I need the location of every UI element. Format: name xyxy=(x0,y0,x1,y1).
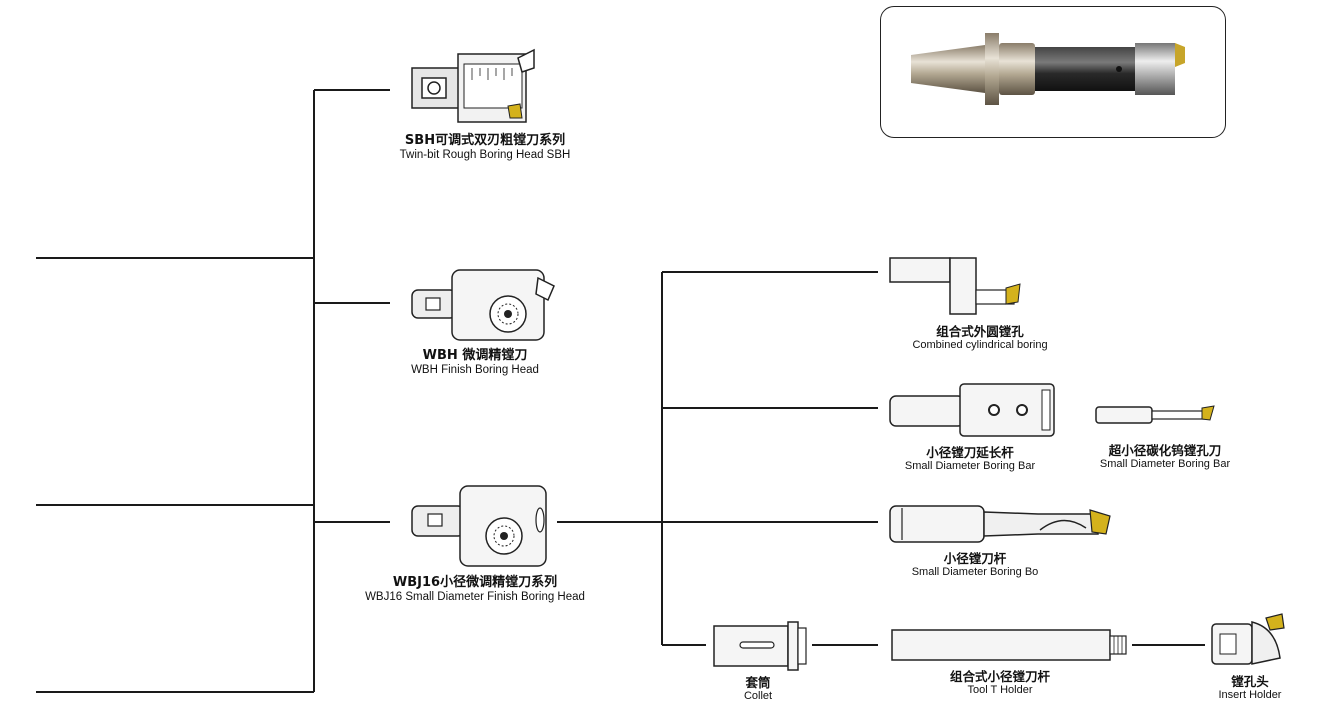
wbj16-branch xyxy=(557,271,1205,646)
t-holder-name-en: Tool T Holder xyxy=(967,684,1033,697)
sbh-label: SBH可调式双刃粗镗刀系列 Twin-bit Rough Boring Head… xyxy=(365,133,605,162)
sbh-name-en: Twin-bit Rough Boring Head SBH xyxy=(399,148,571,161)
carbide-label: 超小径碳化钨镗孔刀 Small Diameter Boring Bar xyxy=(1075,443,1255,471)
combined-name-cn: 组合式外圆镗孔 xyxy=(936,324,1024,339)
spindle-photo-frame xyxy=(880,6,1226,138)
wbh-name-cn: WBH 微调精镗刀 xyxy=(422,348,528,363)
t-holder-image xyxy=(890,628,1134,669)
wbj16-name-cn: WBJ16小径微调精镗刀系列 xyxy=(392,575,558,590)
extension-bar-image xyxy=(888,380,1058,445)
small-bar-name-cn: 小径镗刀杆 xyxy=(943,551,1007,566)
carbide-name-en: Small Diameter Boring Bar xyxy=(1099,458,1231,471)
insert-holder-name-en: Insert Holder xyxy=(1218,689,1282,702)
wbj16-label: WBJ16小径微调精镗刀系列 WBJ16 Small Diameter Fini… xyxy=(330,575,620,604)
extension-name-en: Small Diameter Boring Bar xyxy=(904,460,1036,473)
small-bar-name-en: Small Diameter Boring Bo xyxy=(911,566,1039,579)
boring-spindle-image xyxy=(911,33,1185,105)
combined-name-en: Combined cylindrical boring xyxy=(912,339,1048,352)
collet-name-cn: 套筒 xyxy=(745,675,771,690)
sbh-boring-head-image xyxy=(400,48,560,133)
wbj16-name-en: WBJ16 Small Diameter Finish Boring Head xyxy=(365,590,585,603)
small-boring-bar-image xyxy=(888,502,1118,551)
wbh-name-en: WBH Finish Boring Head xyxy=(411,363,539,376)
sbh-name-cn: SBH可调式双刃粗镗刀系列 xyxy=(404,133,566,148)
combined-boring-image xyxy=(888,254,1038,323)
insert-holder-label: 镗孔头 Insert Holder xyxy=(1200,674,1300,702)
collet-image xyxy=(710,620,814,677)
combined-label: 组合式外圆镗孔 Combined cylindrical boring xyxy=(880,324,1080,352)
wbh-label: WBH 微调精镗刀 WBH Finish Boring Head xyxy=(385,348,565,377)
wbh-boring-head-image xyxy=(408,266,558,351)
t-holder-label: 组合式小径镗刀杆 Tool T Holder xyxy=(915,669,1085,697)
insert-holder-name-cn: 镗孔头 xyxy=(1231,674,1269,689)
carbide-tool-image xyxy=(1094,402,1218,433)
extension-label: 小径镗刀延长杆 Small Diameter Boring Bar xyxy=(870,445,1070,473)
carbide-name-cn: 超小径碳化钨镗孔刀 xyxy=(1108,443,1222,458)
t-holder-name-cn: 组合式小径镗刀杆 xyxy=(949,669,1050,684)
collet-name-en: Collet xyxy=(743,690,773,703)
extension-name-cn: 小径镗刀延长杆 xyxy=(926,445,1014,460)
collet-label: 套筒 Collet xyxy=(718,675,798,703)
left-trunk xyxy=(36,89,390,693)
wbj16-boring-head-image xyxy=(408,484,558,575)
small-bar-label: 小径镗刀杆 Small Diameter Boring Bo xyxy=(885,551,1065,579)
insert-holder-image xyxy=(1208,612,1290,675)
